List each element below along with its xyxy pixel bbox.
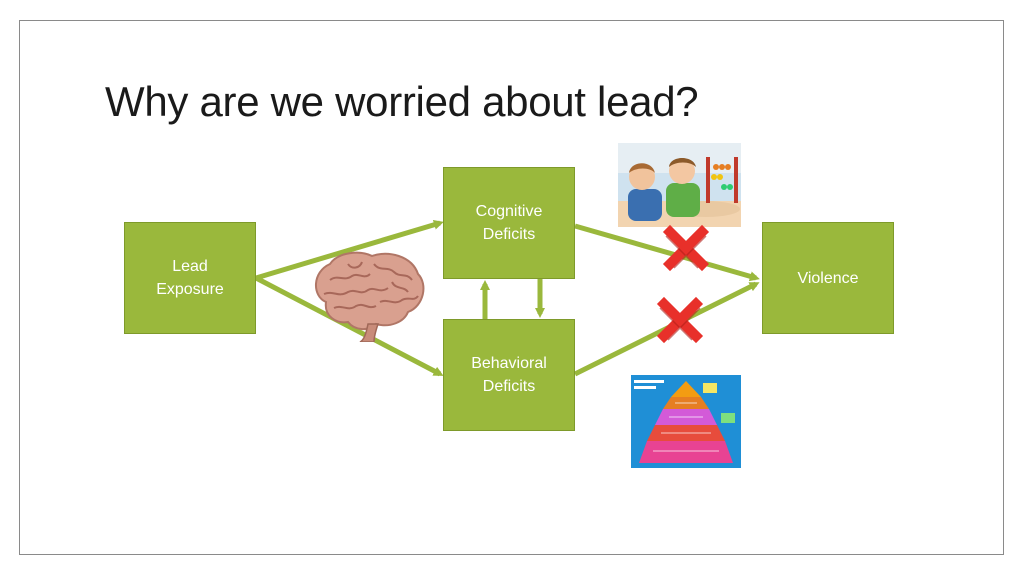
node-behavioral-deficits: Behavioral Deficits	[443, 319, 575, 431]
arrow-cognitive-to-violence	[574, 223, 760, 282]
node-behavioral-line1: Behavioral	[471, 355, 547, 372]
arrow-lead-to-cognitive	[255, 219, 444, 281]
node-violence-label: Violence	[797, 269, 859, 287]
node-cognitive-line1: Cognitive	[475, 203, 543, 220]
node-cognitive-line2: Deficits	[482, 226, 536, 243]
children-playing-photo	[618, 143, 741, 227]
node-lead-exposure: Lead Exposure	[124, 222, 256, 334]
node-cognitive-deficits: Cognitive Deficits	[443, 167, 575, 279]
arrow-lead-to-behavioral	[254, 275, 444, 377]
parenting-pyramid-image	[631, 375, 741, 468]
brain-image	[315, 251, 425, 342]
node-behavioral-line2: Deficits	[482, 378, 536, 395]
node-lead-line2: Exposure	[156, 281, 224, 298]
node-lead-line1: Lead	[172, 258, 208, 275]
cross-icon	[656, 296, 704, 344]
cross-icon	[662, 224, 710, 272]
node-violence: Violence	[762, 222, 894, 334]
slide-title: Why are we worried about lead?	[105, 78, 699, 125]
